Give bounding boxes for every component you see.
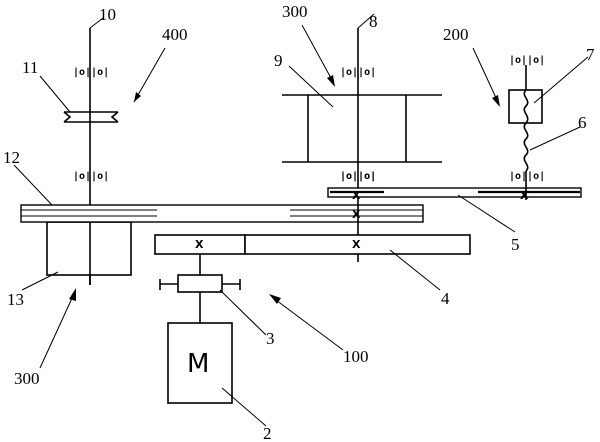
leader-6 <box>529 126 581 151</box>
cross-belt-5-right: X <box>520 189 529 202</box>
arrow-400-head <box>134 92 141 102</box>
label-8: 8 <box>369 12 378 31</box>
belt-12-outer <box>20 204 424 223</box>
label-7: 7 <box>586 45 595 64</box>
label-10: 10 <box>99 5 116 24</box>
motor-letter: M <box>187 349 209 379</box>
motor-2 <box>167 322 233 404</box>
left-shaft-assembly: |o||o| |o||o| <box>21 17 166 369</box>
leader-5 <box>457 194 516 233</box>
label-4: 4 <box>441 289 450 308</box>
leader-10 <box>89 17 104 29</box>
coupling-3 <box>177 274 223 293</box>
bearing-right-belt-left: |o||o| <box>340 171 376 182</box>
element-11 <box>63 111 119 123</box>
arrow-100 <box>275 299 344 351</box>
cross-gear-4-left: X <box>195 238 204 251</box>
wave-7 <box>523 89 529 124</box>
cross-belt-12: X <box>352 208 361 221</box>
bearing-left-mid: |o||o| <box>73 171 109 182</box>
cross-gear-4-right-center: X <box>352 238 361 251</box>
motor-assembly: M <box>159 254 344 427</box>
arrow-200-head <box>492 95 500 107</box>
label-2: 2 <box>263 424 272 442</box>
label-300-lower: 300 <box>14 369 40 388</box>
arrow-200 <box>472 47 498 101</box>
belt-12 <box>13 164 424 223</box>
label-12: 12 <box>3 148 20 167</box>
label-13: 13 <box>7 290 24 309</box>
center-shaft-assembly: |o||o| |o||o| X X <box>282 13 442 262</box>
leader-9 <box>288 65 334 108</box>
label-9: 9 <box>274 51 283 70</box>
arrow-300-lower <box>39 295 74 369</box>
label-5: 5 <box>511 235 520 254</box>
gear-4-right <box>244 234 471 255</box>
label-100: 100 <box>343 347 369 366</box>
bearing-center-mid: |o||o| <box>340 171 376 182</box>
label-6: 6 <box>578 113 587 132</box>
belt-5 <box>327 187 582 198</box>
bearing-right-top: |o||o| <box>509 55 545 66</box>
arrow-100-head <box>269 294 281 304</box>
leader-4 <box>389 249 441 291</box>
arrow-300-top-head <box>327 75 335 87</box>
label-400: 400 <box>162 25 188 44</box>
leader-7 <box>533 56 589 104</box>
bearing-center-top: |o||o| <box>340 67 376 78</box>
bearing-left-top: |o||o| <box>73 67 109 78</box>
label-3: 3 <box>266 329 275 348</box>
arrow-300-top <box>301 24 333 81</box>
leader-2 <box>221 387 267 427</box>
label-300-top: 300 <box>282 2 308 21</box>
arrow-300-lower-head <box>69 288 76 301</box>
gear-row-4: X X <box>154 234 471 291</box>
leader-13 <box>21 271 59 291</box>
leader-8 <box>357 13 375 29</box>
leader-11 <box>39 75 71 113</box>
leader-3 <box>219 289 267 336</box>
box-13 <box>46 221 132 276</box>
cross-belt-5-left: X <box>352 189 361 202</box>
label-11: 11 <box>22 58 38 77</box>
wave-6 <box>523 122 529 172</box>
label-200: 200 <box>443 25 469 44</box>
labels: 10 400 11 12 13 300 300 8 9 200 7 6 5 4 … <box>3 2 595 442</box>
leader-12 <box>13 164 53 206</box>
arrow-400 <box>133 47 166 103</box>
right-shaft-assembly: |o||o| |o||o| |o||o| X X <box>327 47 589 233</box>
bearing-right-mid: |o||o| <box>509 171 545 182</box>
